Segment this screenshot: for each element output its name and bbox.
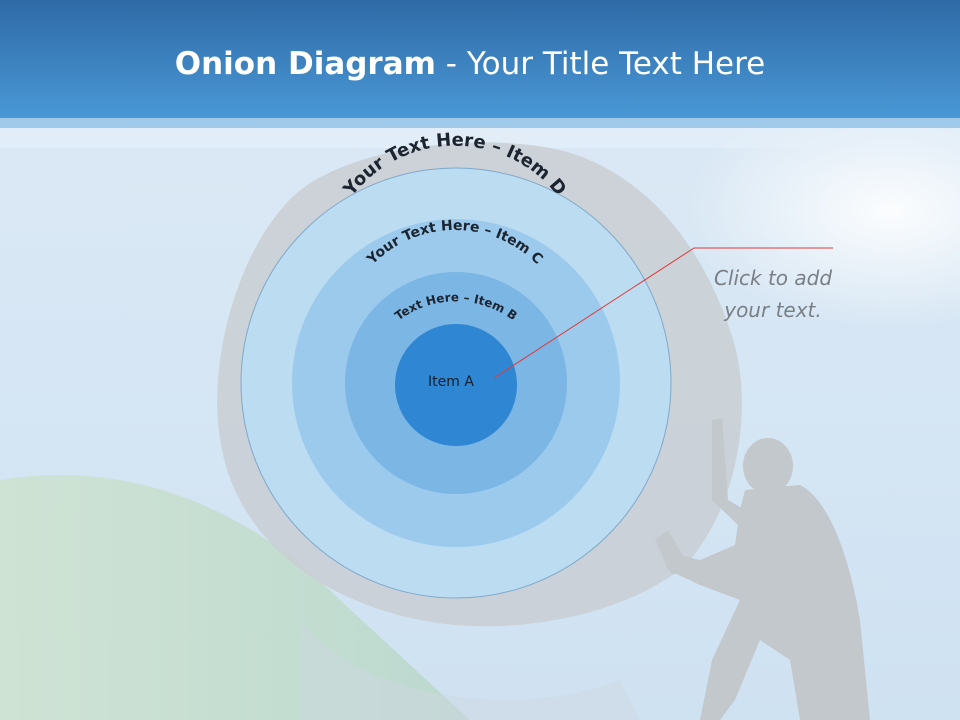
- hill: [0, 475, 470, 720]
- businessman-silhouette: [655, 418, 870, 720]
- layer-a-core[interactable]: [395, 324, 517, 446]
- slide-title[interactable]: Onion Diagram - Your Title Text Here: [0, 46, 940, 82]
- header-band: [0, 0, 960, 128]
- layer-a-label: Item A: [428, 374, 474, 390]
- title-bold: Onion Diagram: [174, 46, 436, 82]
- title-rest: - Your Title Text Here: [435, 46, 766, 82]
- callout-connector-line: [493, 247, 833, 379]
- boulder-reflection: [300, 620, 640, 720]
- callout-text[interactable]: Click to add your text.: [690, 262, 856, 326]
- callout-line-1: Click to add: [713, 266, 833, 290]
- callout-line-2: your text.: [724, 298, 822, 322]
